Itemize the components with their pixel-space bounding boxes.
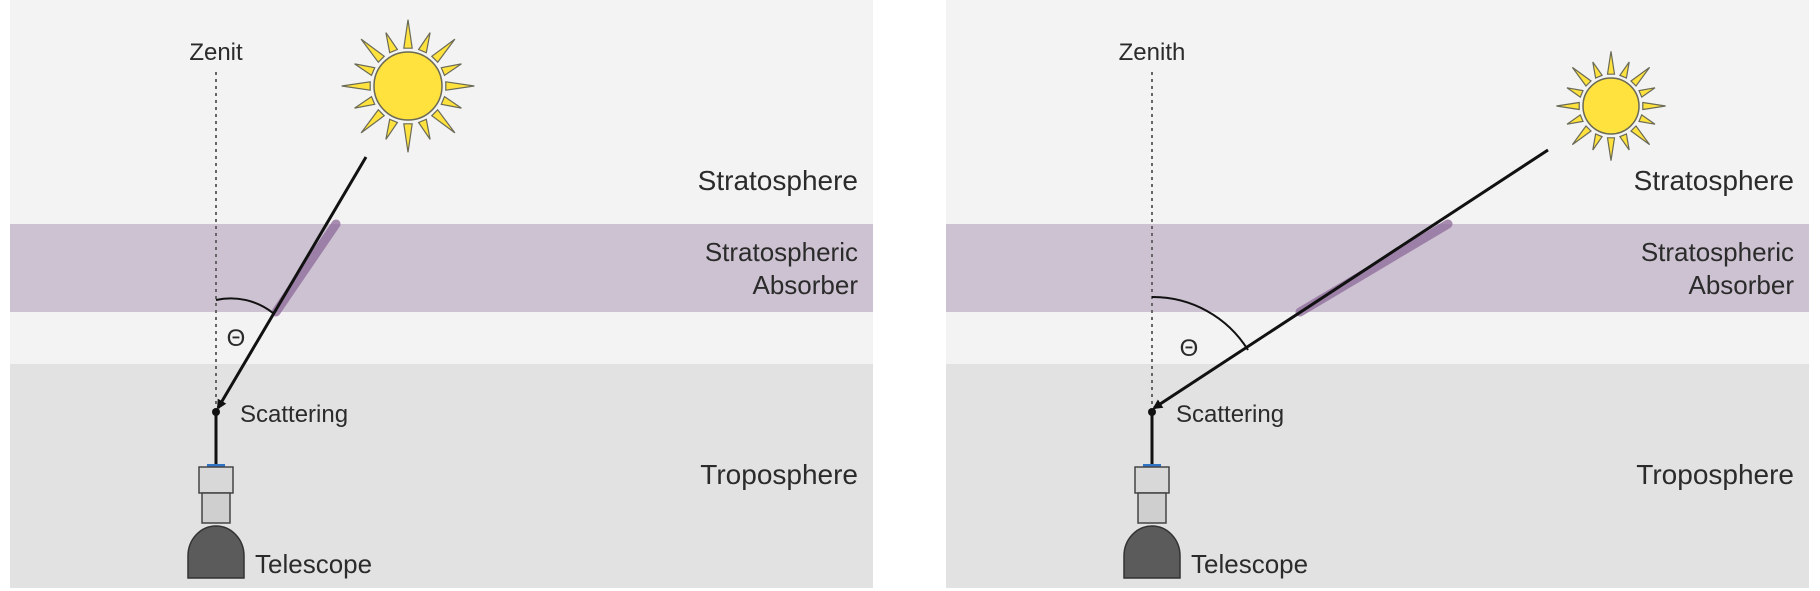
sun-ray-spike bbox=[403, 19, 413, 49]
sun-ray-spike bbox=[1606, 137, 1616, 161]
telescope-label: Telescope bbox=[1191, 549, 1308, 579]
sun-disk bbox=[373, 51, 443, 121]
sun-ray-spike bbox=[354, 95, 376, 109]
sun-ray-spike bbox=[1571, 125, 1592, 146]
sun-ray-spike bbox=[1630, 66, 1651, 87]
sun-ray-spike bbox=[385, 32, 399, 54]
absorber-label-line1: Stratospheric bbox=[1641, 237, 1794, 267]
sun-ray-spike bbox=[354, 63, 376, 77]
sun-ray-spike bbox=[1642, 101, 1666, 111]
sun-ray-spike bbox=[385, 118, 399, 140]
sun-ray-spike bbox=[1556, 101, 1580, 111]
absorber-band bbox=[10, 224, 873, 312]
sun-ray-spike bbox=[430, 108, 456, 134]
angle-arc bbox=[215, 297, 274, 314]
stratosphere-label: Stratosphere bbox=[1634, 165, 1794, 196]
sun-ray-spike bbox=[1618, 133, 1630, 151]
telescope-icon bbox=[1123, 464, 1181, 579]
sun-rays bbox=[1556, 51, 1666, 161]
sun-ray-spike bbox=[1566, 87, 1584, 99]
stratosphere-region bbox=[946, 0, 1809, 224]
troposphere-label: Troposphere bbox=[1636, 459, 1794, 490]
angle-label: Θ bbox=[1180, 335, 1199, 362]
zenith-label: Zenith bbox=[1119, 39, 1186, 66]
panel-left: Zenit Θ Scattering Telescope Stratospher… bbox=[10, 0, 873, 588]
scattering-label: Scattering bbox=[240, 401, 348, 428]
sun-ray-spike bbox=[1606, 51, 1616, 75]
troposphere-region bbox=[946, 364, 1809, 588]
sun-ray-spike bbox=[403, 123, 413, 153]
panel-right: Zenith Θ Scattering Telescope Stratosphe… bbox=[946, 0, 1809, 588]
sun-ray-spike bbox=[1638, 87, 1656, 99]
sun-ray-spike bbox=[1638, 113, 1656, 125]
sun-ray-spike bbox=[360, 108, 386, 134]
absorber-label-line1: Stratospheric bbox=[705, 237, 858, 267]
sun-ray-spike bbox=[1592, 61, 1604, 79]
sun-ray-spike bbox=[445, 81, 475, 91]
angle-arc bbox=[1151, 295, 1249, 351]
sun-icon bbox=[1556, 51, 1666, 161]
sun-ray-spike bbox=[1566, 113, 1584, 125]
telescope-icon bbox=[187, 464, 245, 579]
stratosphere-region bbox=[10, 0, 873, 224]
sun-ray-spike bbox=[1630, 125, 1651, 146]
gap-region bbox=[10, 312, 873, 364]
scattering-label: Scattering bbox=[1176, 401, 1284, 428]
absorber-label-line2: Absorber bbox=[753, 270, 859, 300]
angle-label: Θ bbox=[227, 325, 246, 352]
absorber-label-line2: Absorber bbox=[1689, 270, 1795, 300]
sun-ray-spike bbox=[1571, 66, 1592, 87]
sun-ray-spike bbox=[417, 118, 431, 140]
sun-ray bbox=[216, 156, 368, 410]
sun-ray-spike bbox=[430, 38, 456, 64]
sun-rays bbox=[341, 19, 475, 153]
sun-ray-spike bbox=[417, 32, 431, 54]
troposphere-label: Troposphere bbox=[700, 459, 858, 490]
telescope-label: Telescope bbox=[255, 549, 372, 579]
sun-ray-spike bbox=[360, 38, 386, 64]
gap-region bbox=[946, 312, 1809, 364]
sun-ray-spike bbox=[440, 63, 462, 77]
sun-disk bbox=[1582, 77, 1640, 135]
sun-icon bbox=[341, 19, 475, 153]
stratosphere-label: Stratosphere bbox=[698, 165, 858, 196]
troposphere-region bbox=[10, 364, 873, 588]
sun-ray-spike bbox=[1592, 133, 1604, 151]
sun-ray-spike bbox=[341, 81, 371, 91]
sun-ray-spike bbox=[1618, 61, 1630, 79]
absorption-highlight bbox=[271, 219, 341, 317]
sun-ray bbox=[1152, 148, 1549, 410]
zenith-label: Zenit bbox=[189, 39, 243, 66]
sun-ray-spike bbox=[440, 95, 462, 109]
